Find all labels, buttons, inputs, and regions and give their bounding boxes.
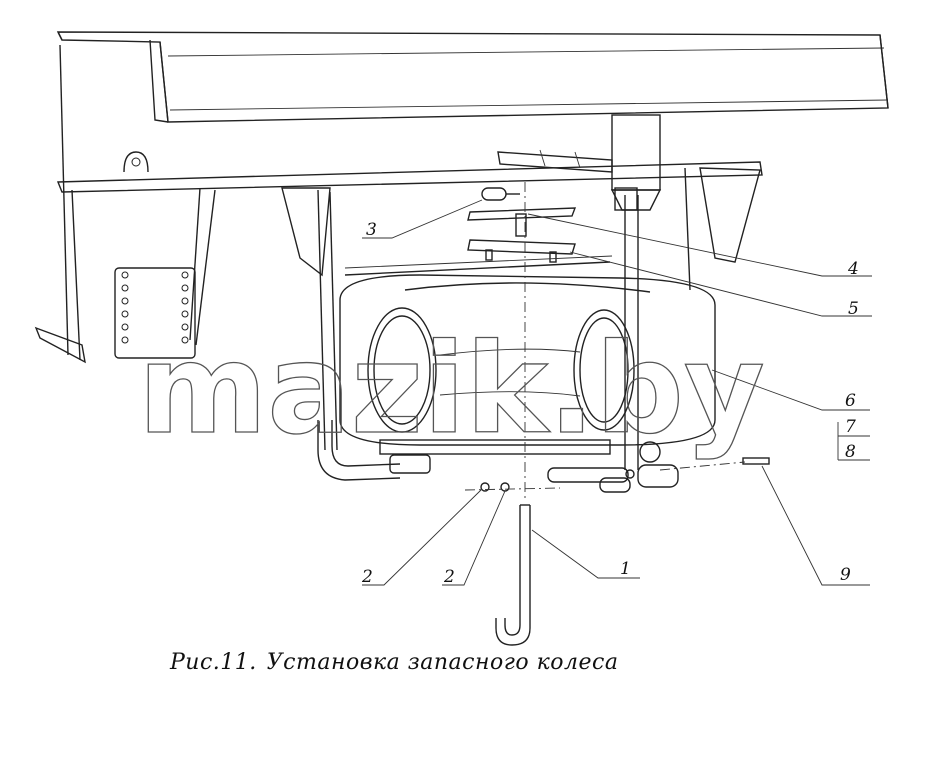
- plate-hole: [181, 284, 189, 292]
- callout-5: 5: [848, 299, 859, 319]
- callout-6: 6: [845, 391, 856, 411]
- part-5-plate: [467, 239, 576, 263]
- caption-text: Установка запасного колеса: [266, 650, 619, 675]
- plate-hole: [181, 336, 189, 344]
- plate-hole: [121, 284, 129, 292]
- plate-hole: [121, 297, 129, 305]
- part-9-pin: [742, 457, 770, 465]
- plate-hole: [181, 271, 189, 279]
- part-1-handle: [495, 504, 531, 646]
- plate-hole: [121, 336, 129, 344]
- plate-hole: [181, 297, 189, 305]
- spare-wheel: [339, 255, 716, 446]
- plate-hole: [181, 310, 189, 318]
- caption-number: Рис.11.: [170, 650, 257, 675]
- part-3-bolt: [481, 187, 520, 201]
- watermark: mazik.by: [138, 318, 765, 462]
- upper-rails: [497, 149, 613, 173]
- plate-hole: [121, 323, 129, 331]
- callout-4: 4: [847, 259, 859, 279]
- callout-3: 3: [366, 220, 377, 240]
- plate-hole: [121, 271, 129, 279]
- carrier-bracket-right: [610, 114, 761, 470]
- mounting-plate: [114, 267, 196, 359]
- plate-hole: [121, 310, 129, 318]
- lower-carrier: [317, 420, 679, 493]
- callout-2-right: 2: [443, 567, 455, 587]
- frame-beam: [56, 31, 889, 123]
- plate-hole: [181, 323, 189, 331]
- callout-2-left: 2: [361, 567, 373, 587]
- axis-lines: [464, 182, 746, 500]
- part-4-clamp: [467, 207, 577, 237]
- leader-lines: [362, 199, 872, 586]
- callout-1: 1: [620, 559, 631, 579]
- carrier-bracket-left: [281, 187, 338, 451]
- callout-8: 8: [845, 442, 856, 462]
- figure-caption: Рис.11. Установка запасного колеса: [170, 650, 628, 675]
- callout-9: 9: [840, 565, 851, 585]
- cross-member: [34, 44, 763, 364]
- callout-7: 7: [845, 417, 856, 437]
